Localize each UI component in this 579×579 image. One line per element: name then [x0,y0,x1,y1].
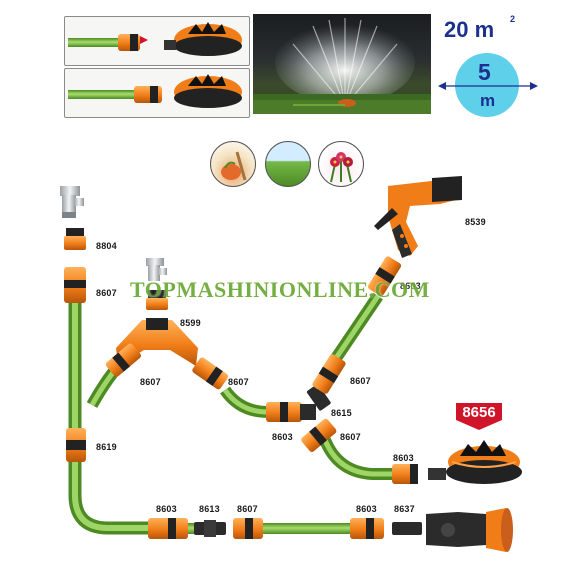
coverage-area: 20 m [444,17,495,42]
radius-unit: m [480,91,496,110]
spray-image [253,18,431,114]
panel-hose-top [68,22,242,56]
part-code-8603-center: 8603 [272,432,293,442]
garden-beds-icon [210,141,256,187]
part-code-8607-left: 8607 [140,377,161,387]
part-code-8613: 8613 [199,504,220,514]
nozzle-icon [426,508,513,552]
part-code-8619: 8619 [96,442,117,452]
flowers-icon [318,141,364,187]
tap-icon [146,258,167,281]
part-code-8607-riser: 8607 [350,376,371,386]
product-badge: 8656 [462,404,496,421]
part-code-8607-right: 8607 [340,432,361,442]
part-code-8607-mid: 8607 [228,377,249,387]
part-code-8603-sprinkler: 8603 [393,453,414,463]
watermark: TOPMASHINIONLINE.COM [130,277,430,302]
radius-circle [455,53,519,117]
part-code-8615: 8615 [331,408,352,418]
part-code-8603-bottom-left: 8603 [156,504,177,514]
badge-shape [456,403,502,430]
part-code-8607-top: 8607 [96,288,117,298]
radius-value: 5 [478,59,491,85]
sprinkler-icon [446,440,522,484]
part-code-8603-bottom-right: 8603 [356,504,377,514]
radius-arrow-icon [438,82,538,90]
coverage-area-exponent: 2 [510,14,516,24]
sprinkler-spray-photo [253,14,431,114]
part-code-8539: 8539 [465,217,486,227]
lawn-icon [265,141,311,187]
part-code-8603-gun: 8603 [400,281,421,291]
tap-icon [60,186,84,218]
part-code-8599: 8599 [180,318,201,328]
part-code-8607-bottom: 8607 [237,504,258,514]
part-code-8637: 8637 [394,504,415,514]
spray-gun-icon [374,176,462,258]
spec-block: 20 m 2 5 m [438,14,568,124]
arrow-right-icon [140,36,148,44]
panel-hose-bottom [68,74,242,108]
part-code-8804: 8804 [96,241,117,251]
